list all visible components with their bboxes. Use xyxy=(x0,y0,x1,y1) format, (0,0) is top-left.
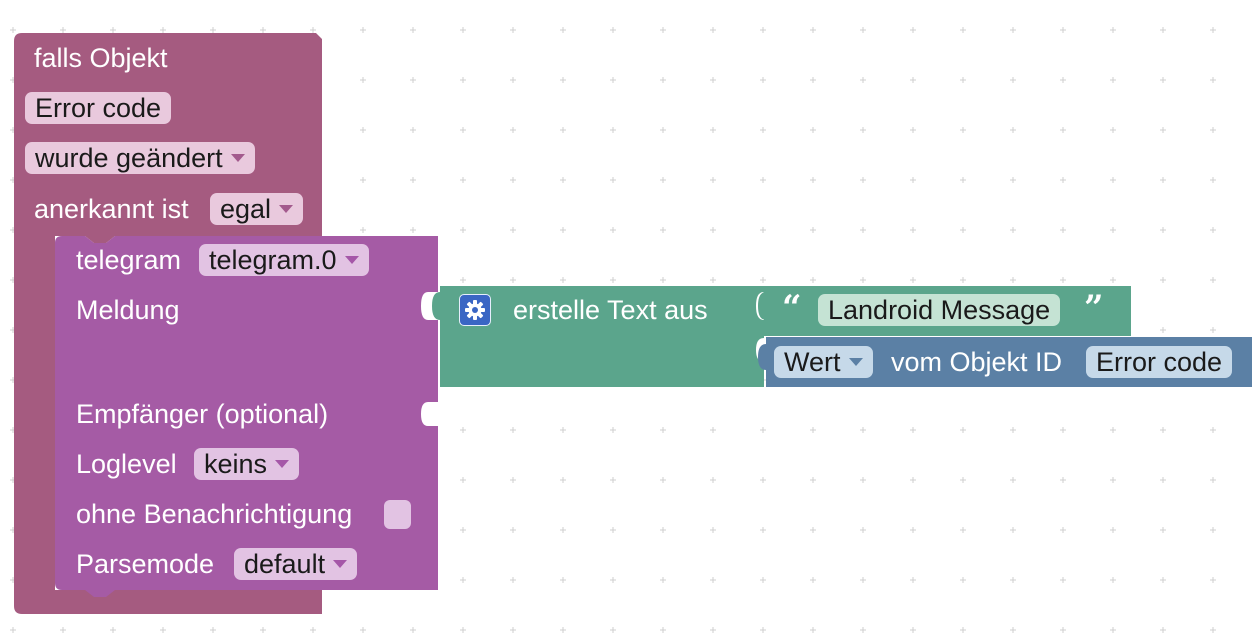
chevron-down-icon xyxy=(344,255,359,264)
gear-icon-glyph xyxy=(465,300,485,320)
message-label: Meldung xyxy=(76,295,180,325)
value-object-field[interactable]: Error code xyxy=(1086,346,1233,378)
telegram-label: telegram xyxy=(76,245,182,275)
chevron-down-icon xyxy=(275,459,290,468)
parsemode-label: Parsemode xyxy=(76,549,215,579)
trigger-condition-dropdown[interactable]: wurde geändert xyxy=(25,142,255,174)
silent-label: ohne Benachrichtigung xyxy=(76,499,353,529)
ack-value: egal xyxy=(220,194,272,224)
chevron-down-icon xyxy=(279,204,294,213)
trigger-title: falls Objekt xyxy=(34,43,168,73)
loglevel-label: Loglevel xyxy=(76,449,177,479)
loglevel-dropdown[interactable]: keins xyxy=(194,448,300,480)
trigger-object-field[interactable]: Error code xyxy=(25,92,172,124)
parsemode-value: default xyxy=(244,549,326,579)
value-block-label: vom Objekt ID xyxy=(891,347,1063,377)
chevron-down-icon xyxy=(848,357,863,366)
value-property-value: Wert xyxy=(784,347,841,377)
recipient-label: Empfänger (optional) xyxy=(76,399,329,429)
chevron-down-icon xyxy=(333,559,348,568)
silent-checkbox[interactable] xyxy=(384,500,411,529)
value-property-dropdown[interactable]: Wert xyxy=(774,346,873,378)
gear-icon[interactable] xyxy=(459,294,491,326)
parsemode-dropdown[interactable]: default xyxy=(234,548,358,580)
trigger-condition-value: wurde geändert xyxy=(35,143,223,173)
open-quote-icon: “ xyxy=(782,288,802,328)
text-join-label: erstelle Text aus xyxy=(513,295,708,325)
close-quote-icon: ” xyxy=(1084,288,1104,328)
loglevel-value: keins xyxy=(204,449,268,479)
text-item-field[interactable]: Landroid Message xyxy=(818,294,1061,326)
ack-label: anerkannt ist xyxy=(34,194,189,224)
chevron-down-icon xyxy=(230,153,245,162)
telegram-instance-dropdown[interactable]: telegram.0 xyxy=(199,244,369,276)
ack-dropdown[interactable]: egal xyxy=(210,193,304,225)
telegram-instance-value: telegram.0 xyxy=(209,245,337,275)
